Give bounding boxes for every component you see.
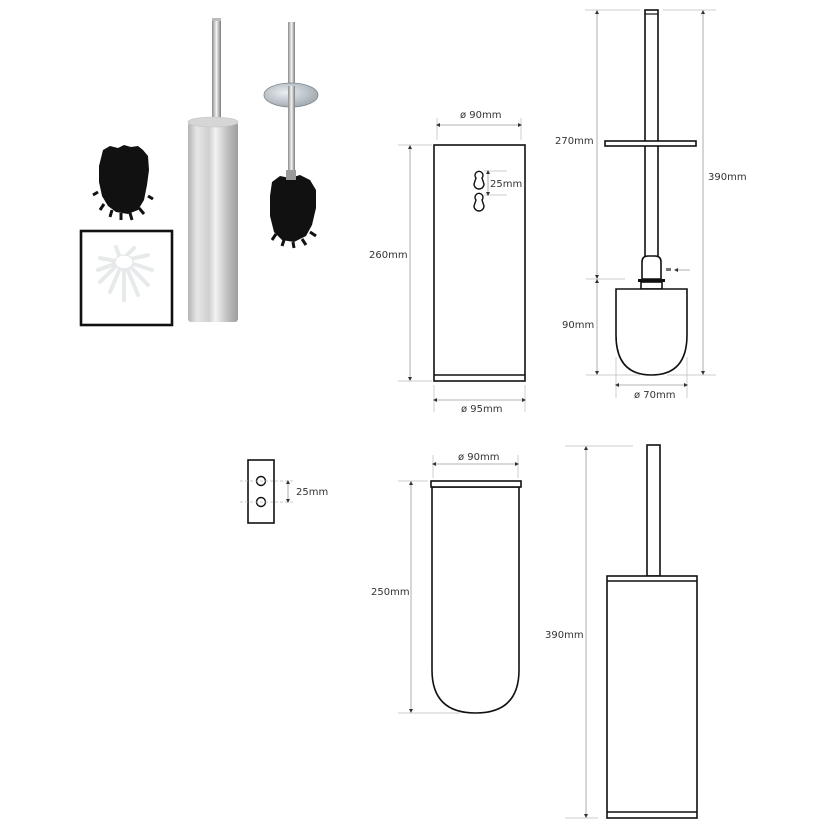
- view-assembled-side: [565, 444, 698, 819]
- keyhole-icon: [473, 170, 485, 190]
- photo-white-brush-head-frame: [79, 229, 174, 327]
- photo-chrome-brush-with-lid: [263, 22, 319, 249]
- label-head-diameter: ø 70mm: [634, 390, 676, 401]
- label-top-diameter: ø 90mm: [460, 110, 502, 121]
- view-glass-insert: [398, 455, 522, 714]
- label-assembled-height: 390mm: [545, 630, 584, 641]
- label-head-height: 90mm: [562, 320, 594, 331]
- label-bottom-diameter: ø 95mm: [461, 404, 503, 415]
- view-holder-front: [398, 118, 526, 412]
- label-insert-diameter: ø 90mm: [458, 452, 500, 463]
- photo-stainless-holder: [187, 18, 239, 322]
- keyhole-icon: [473, 192, 485, 212]
- label-holder-height: 260mm: [369, 250, 408, 261]
- label-handle-length: 270mm: [555, 136, 594, 147]
- label-plate-hole-spacing: 25mm: [296, 487, 328, 498]
- photo-black-brush-head: [92, 145, 154, 221]
- view-wall-plate: [240, 459, 294, 524]
- view-brush: [585, 9, 716, 398]
- label-keyhole-spacing: 25mm: [490, 179, 522, 190]
- label-brush-total-length: 390mm: [708, 172, 747, 183]
- label-insert-height: 250mm: [371, 587, 410, 598]
